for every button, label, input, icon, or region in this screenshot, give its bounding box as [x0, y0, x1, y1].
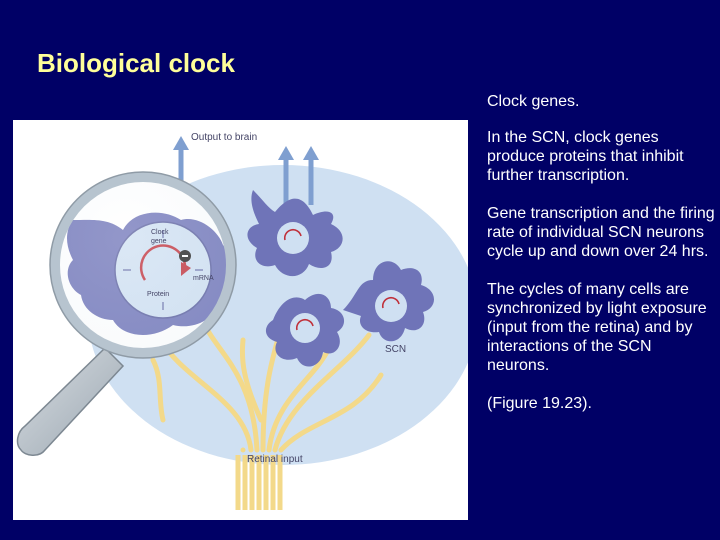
retinal-input-bundle [235, 455, 283, 510]
protein-label: Protein [147, 291, 169, 298]
neuron-lower-center [265, 293, 345, 367]
paragraph-4: (Figure 19.23). [487, 395, 592, 412]
neuron-upper-center [247, 190, 343, 277]
retinal-input-label: Retinal input [247, 454, 303, 465]
output-label: Output to brain [191, 132, 257, 143]
scn-clock-figure: Output to brain Clock gene mRNA Protein … [13, 120, 468, 520]
slide-title: Biological clock [37, 48, 235, 78]
scn-label: SCN [385, 344, 406, 355]
mrna-label: mRNA [193, 275, 214, 282]
explanation-text: Clock genes. In the SCN, clock genes pro… [487, 92, 715, 432]
clock-gene-label-1: Clock [151, 229, 169, 236]
magnifier-handle [16, 346, 125, 456]
magnifier-ring [50, 172, 236, 358]
paragraph-1: In the SCN, clock genes produce proteins… [487, 129, 684, 184]
paragraph-2: Gene transcription and the firing rate o… [487, 205, 715, 260]
clock-gene-label-2: gene [151, 238, 167, 245]
section-heading: Clock genes. [487, 93, 580, 110]
neuron-right [343, 261, 435, 342]
neuron-clock-icons [283, 228, 400, 331]
paragraph-3: The cycles of many cells are synchronize… [487, 281, 707, 374]
scn-diagram: Output to brain Clock gene mRNA Protein … [16, 132, 468, 510]
